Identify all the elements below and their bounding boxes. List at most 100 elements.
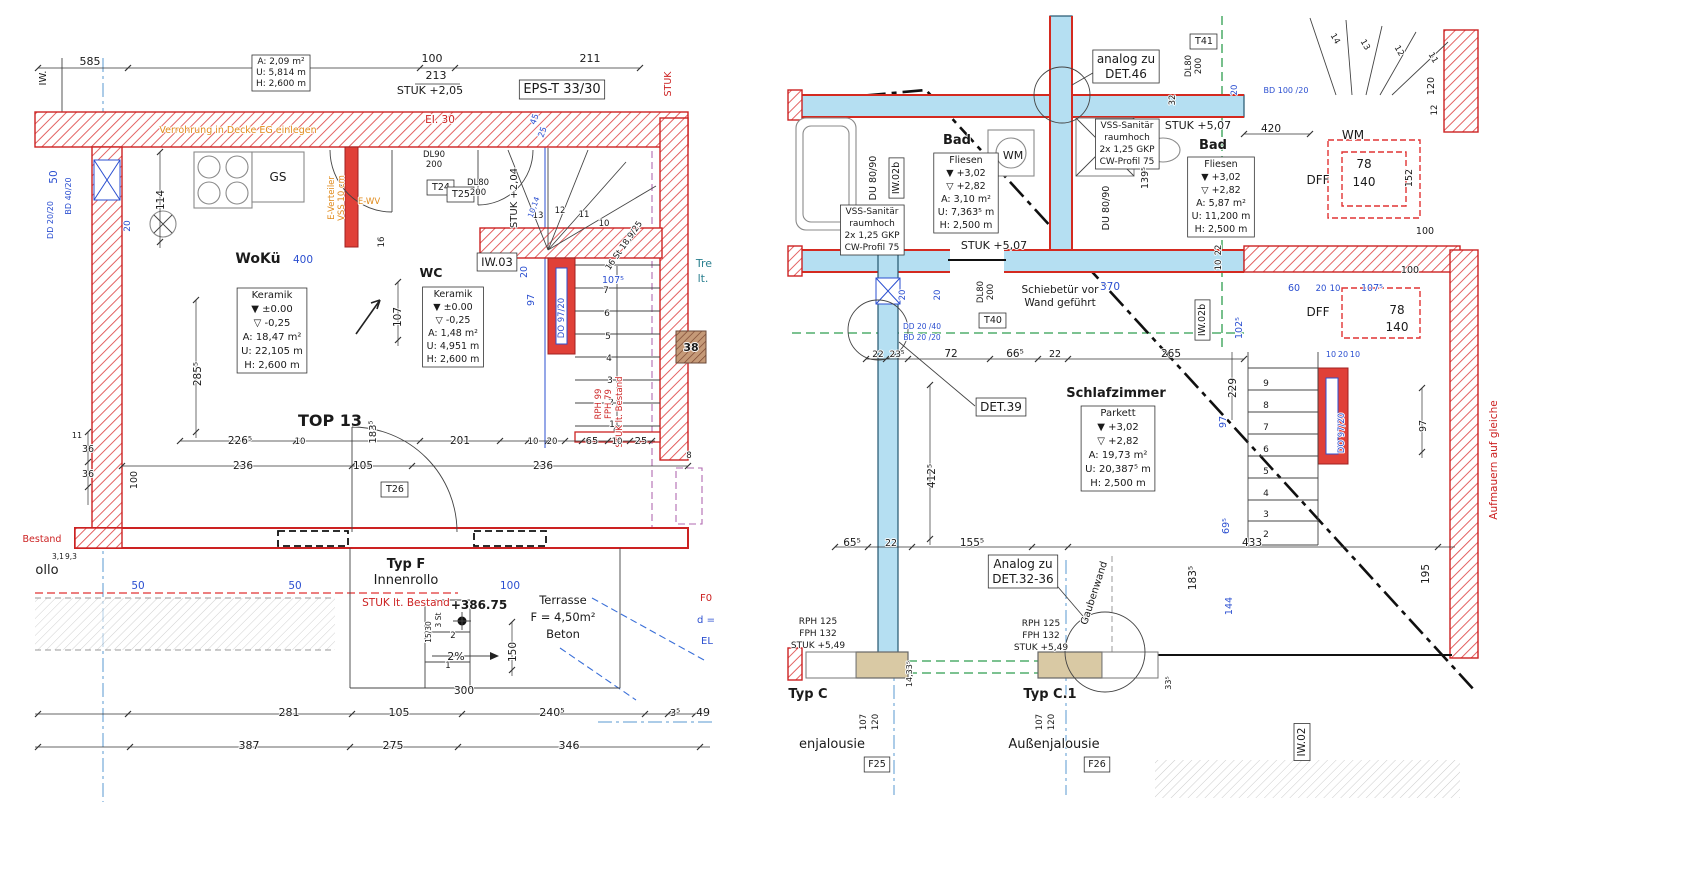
svg-text:10: 10: [1214, 260, 1224, 271]
svg-text:183⁵: 183⁵: [368, 420, 379, 443]
plan-label: STUK: [662, 70, 675, 98]
plan-label: 100: [1400, 264, 1420, 277]
svg-text:50: 50: [131, 580, 144, 592]
svg-text:Tre: Tre: [695, 257, 712, 270]
plan-label: 69⁵: [1220, 517, 1233, 535]
svg-text:DO 97/20: DO 97/20: [557, 298, 567, 338]
svg-text:F25: F25: [868, 759, 886, 770]
svg-text:300: 300: [454, 685, 474, 697]
window-sill-typ-c: [855, 651, 909, 679]
svg-text:97: 97: [1218, 416, 1229, 428]
detail-circle-det3236: [1064, 611, 1146, 693]
plan-label: 10: [1325, 349, 1337, 360]
svg-text:STUK: STUK: [663, 71, 674, 97]
stuk-507a: STUK +5,07: [1164, 118, 1232, 133]
svg-text:Aufmauern auf gleiche: Aufmauern auf gleiche: [1488, 400, 1500, 519]
svg-text:120: 120: [1426, 77, 1437, 95]
svg-text:T41: T41: [1194, 36, 1213, 47]
plan-label: 236: [232, 459, 254, 473]
iw03-label: IW.03: [476, 252, 518, 272]
svg-text:Typ C.1: Typ C.1: [1023, 687, 1076, 702]
svg-text:200: 200: [1194, 58, 1204, 74]
svg-text:155⁵: 155⁵: [960, 537, 984, 549]
plan-label: 3⁵: [669, 707, 681, 720]
exterior-wall-top: [34, 111, 689, 148]
svg-text:20: 20: [1316, 284, 1327, 294]
plan-label: DFF: [1306, 172, 1331, 188]
svg-text:IW.03: IW.03: [481, 255, 513, 269]
svg-text:13: 13: [1358, 38, 1372, 52]
plan-label: EL: [700, 635, 714, 648]
svg-text:DL80: DL80: [1184, 55, 1194, 77]
svg-text:10: 10: [1350, 350, 1360, 359]
svg-text:14,33⁵: 14,33⁵: [905, 661, 914, 687]
svg-text:3,1: 3,1: [52, 552, 64, 561]
svg-text:38: 38: [683, 341, 698, 354]
plan-label: 11: [578, 209, 591, 221]
plan-label: d =: [696, 614, 716, 627]
plan-label: T41: [1189, 33, 1218, 50]
svg-text:265: 265: [1161, 348, 1181, 360]
svg-text:DO 97/20: DO 97/20: [1337, 413, 1347, 453]
innenrollo-box-right: [473, 530, 547, 547]
plan-label: DD 20/20: [45, 200, 56, 240]
plan-label: 36: [81, 443, 95, 456]
svg-text:100: 100: [500, 580, 520, 592]
svg-text:97: 97: [1418, 420, 1429, 432]
plan-label: 107⁵: [1360, 282, 1384, 295]
det39-label: DET.39: [975, 397, 1027, 417]
svg-text:9: 9: [1263, 379, 1269, 389]
plan-label: WM: [1002, 148, 1024, 163]
plan-label: RPH 99: [593, 388, 605, 421]
plan-label: 240⁵: [538, 705, 565, 720]
svg-text:RPH 99: RPH 99: [594, 389, 604, 420]
svg-text:275: 275: [383, 739, 404, 752]
svg-text:140: 140: [1353, 175, 1376, 189]
svg-text:DL90: DL90: [423, 150, 445, 160]
plan-label: 4: [1262, 488, 1270, 500]
svg-text:201: 201: [450, 435, 470, 447]
svg-text:DU 80/90: DU 80/90: [1101, 186, 1112, 231]
svg-text:Parkett▼ +3,02▽ +2,82A: 19,73: Parkett▼ +3,02▽ +2,82A: 19,73 m²U: 20,38…: [1085, 408, 1151, 489]
svg-text:20: 20: [933, 290, 943, 301]
svg-text:60: 60: [1288, 283, 1300, 294]
svg-text:3 St: 3 St: [434, 613, 443, 628]
plan-label: 2: [449, 630, 456, 642]
innenrollo: Innenrollo: [373, 572, 440, 589]
svg-text:Fliesen▼ +3,02▽ +2,82A: 5,87 m: Fliesen▼ +3,02▽ +2,82A: 5,87 m²U: 11,200…: [1192, 159, 1251, 235]
plan-label: DL80: [466, 177, 490, 189]
plan-label: 66⁵: [1005, 347, 1024, 361]
svg-text:11: 11: [1426, 51, 1440, 65]
plan-label: 400: [292, 253, 314, 267]
svg-text:2%: 2%: [447, 650, 464, 663]
eave-wall: [1243, 245, 1461, 273]
detail-circle-det46: [1033, 66, 1091, 124]
plan-label: 100: [128, 470, 141, 490]
plan-label: 11: [1425, 50, 1441, 66]
plan-label: 107⁵: [601, 274, 625, 287]
plan-label: 32: [1167, 94, 1179, 107]
plan-label: DL80: [1183, 54, 1195, 78]
svg-text:285⁵: 285⁵: [192, 362, 204, 386]
svg-text:FPH 79: FPH 79: [604, 389, 614, 419]
svg-text:Typ F: Typ F: [387, 557, 426, 572]
plan-label: 20: [1315, 283, 1328, 295]
plan-label: DFF: [1306, 304, 1331, 320]
svg-text:107: 107: [1035, 714, 1045, 730]
chimney: [675, 330, 707, 364]
plan-label: 200: [425, 159, 443, 171]
svg-text:78: 78: [1389, 303, 1404, 317]
svg-text:WM: WM: [1342, 128, 1364, 142]
svg-text:Keramik▼ ±0.00▽ -0,25A: 18,47: Keramik▼ ±0.00▽ -0,25A: 18,47 m²U: 22,10…: [241, 290, 303, 371]
svg-text:107⁵: 107⁵: [602, 275, 624, 286]
svg-text:120: 120: [871, 714, 881, 730]
svg-text:ollo: ollo: [35, 563, 58, 578]
plan-label: DU 80/90: [867, 155, 880, 201]
plan-label: 3 St: [433, 612, 444, 629]
svg-text:20: 20: [898, 290, 908, 301]
svg-text:2: 2: [608, 398, 614, 408]
plan-label: BD 20 /20: [902, 332, 941, 343]
plan-label: 20: [1337, 349, 1349, 360]
